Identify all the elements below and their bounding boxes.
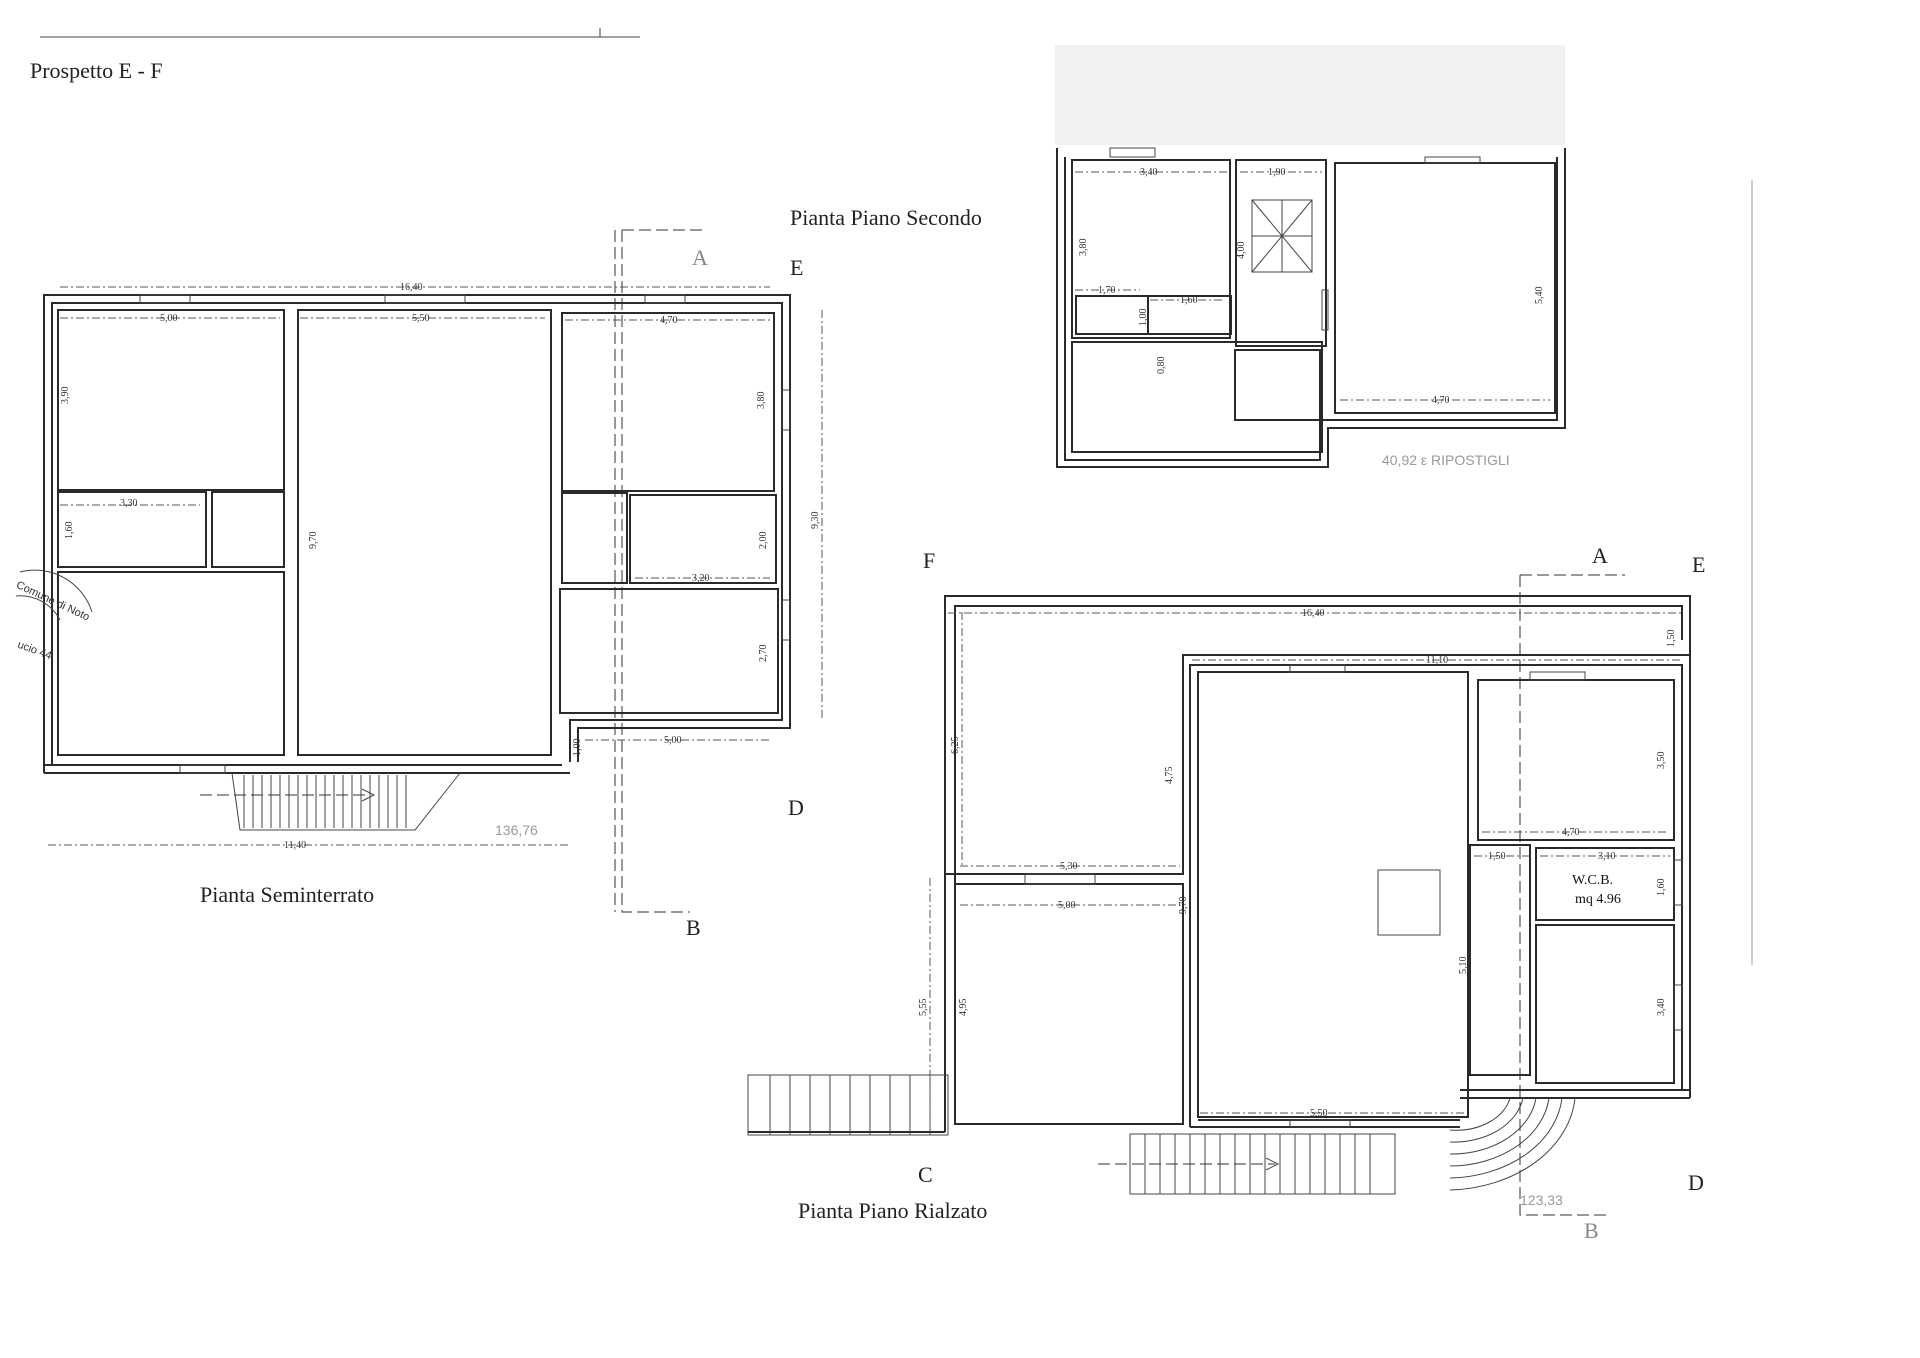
room-top-left	[58, 310, 284, 490]
dim-label: 3,40	[1140, 167, 1158, 178]
dim-label: 1,50	[1666, 630, 1677, 648]
outer-wall	[1057, 148, 1565, 467]
dim-label: 3,10	[1598, 851, 1616, 862]
dim-label: 4,95	[958, 999, 969, 1017]
dim-label: 5,00	[1058, 900, 1076, 911]
room-bottom-left	[955, 884, 1183, 1124]
dim-label: 1,60	[1180, 295, 1198, 306]
section-letter-d: D	[788, 795, 804, 820]
dim-label: 5,40	[1534, 287, 1545, 305]
room-small-left	[58, 492, 206, 567]
dim-label: 1,00	[1138, 309, 1149, 327]
dim-label: 1,70	[1098, 285, 1116, 296]
section-letter-e: E	[1692, 552, 1705, 577]
dim-label: 3,80	[1078, 239, 1089, 257]
section-letter-f: F	[923, 548, 935, 573]
room-bottom	[1072, 342, 1322, 452]
dim-label: 5,30	[1060, 861, 1078, 872]
room-mid-right	[630, 495, 776, 583]
dim-label: 5,50	[1310, 1108, 1328, 1119]
wcb-area: mq 4.96	[1575, 892, 1621, 907]
dim-label: 3,50	[1656, 752, 1667, 770]
plan-title-rialzato: Pianta Piano Rialzato	[798, 1198, 987, 1223]
room-bottom-right	[560, 589, 778, 713]
room-bottom-right	[1536, 925, 1674, 1083]
section-letter-a: A	[1592, 543, 1608, 568]
sheet-heading: Prospetto E - F	[30, 58, 163, 83]
left-stair	[748, 1075, 948, 1135]
dim-label: 1,60	[64, 522, 75, 540]
faint-area	[1055, 45, 1565, 145]
dim-label: 4,70	[1432, 395, 1450, 406]
dim-label: 6,25	[950, 737, 961, 755]
dim-label: 5,00	[160, 313, 178, 324]
sheet-header: Prospetto E - F	[30, 28, 640, 83]
dim-label: 16,40	[400, 282, 423, 293]
dim-label: 3,90	[60, 387, 71, 405]
room-top-right	[562, 313, 774, 491]
dim-label: 4,75	[1164, 767, 1175, 785]
dim-label: 3,30	[120, 498, 138, 509]
dim-label: 3,20	[692, 573, 710, 584]
dim-label: 4,00	[1236, 242, 1247, 260]
room-top-right	[1478, 680, 1674, 840]
dim-label: 9,70	[1178, 897, 1189, 915]
dim-label: 5,10	[1458, 957, 1469, 975]
dim-label: 1,00	[572, 739, 583, 757]
dim-label: 5,55	[918, 999, 929, 1017]
dim-label: 11,10	[1426, 655, 1448, 666]
section-letter-c: C	[918, 1162, 933, 1187]
section-letter-b: B	[1584, 1218, 1599, 1243]
dim-label: 5,00	[664, 735, 682, 746]
dim-label: 3,80	[756, 392, 767, 410]
dim-label: 5,50	[412, 313, 430, 324]
room-central	[298, 310, 551, 755]
window	[140, 295, 190, 303]
external-stair	[200, 773, 460, 830]
section-letter-d: D	[1688, 1170, 1704, 1195]
dim-label: 9,30	[810, 512, 821, 530]
dim-label: 4,70	[660, 315, 678, 326]
room-corridor-right	[562, 493, 627, 583]
room-bottom-left	[58, 572, 284, 755]
dim-label: 2,70	[758, 645, 769, 663]
area-note: 40,92 ε RIPOSTIGLI	[1382, 452, 1510, 468]
room-living	[1198, 672, 1468, 1117]
room-corridor-left	[212, 492, 284, 567]
curved-stair	[1450, 1098, 1575, 1190]
dim-label: 4,70	[1562, 827, 1580, 838]
faint-area-note: 136,76	[495, 822, 538, 838]
room-corridor	[1470, 845, 1530, 1075]
room-right	[1335, 163, 1555, 413]
plan-rialzato: W.C.B. mq 4.96	[748, 543, 1705, 1243]
dim-label: 1,50	[1488, 851, 1506, 862]
section-letter-a: A	[692, 245, 708, 270]
dim-label: 3,40	[1656, 999, 1667, 1017]
municipal-stamp: Comune di Noto ucio 44	[14, 570, 92, 662]
plan-secondo: 3,40 1,90 3,80 4,00 1,70 1,60 1,00 0,80 …	[790, 45, 1565, 468]
dim-label: 1,60	[1656, 879, 1667, 897]
dim-label: 11,40	[284, 840, 306, 851]
faint-area-note: 123,33	[1520, 1192, 1563, 1208]
dim-label: 1,90	[1268, 167, 1286, 178]
plan-seminterrato: 16,40 5,00 5,50 4,70 3,90 3,80 3,30 1,60…	[44, 230, 822, 940]
entrance-stair	[1098, 1134, 1395, 1194]
stamp-code: ucio 44	[16, 639, 53, 662]
dim-label: 16,40	[1302, 608, 1325, 619]
room-top-left	[1072, 160, 1230, 338]
outer-wall	[945, 596, 1690, 1132]
plan-title-seminterrato: Pianta Seminterrato	[200, 882, 374, 907]
wcb-label: W.C.B.	[1572, 873, 1613, 888]
section-letter-e: E	[790, 255, 803, 280]
plan-title-secondo: Pianta Piano Secondo	[790, 205, 982, 230]
dim-label: 0,80	[1156, 357, 1167, 375]
outer-wall	[44, 295, 790, 773]
room-stair	[1236, 160, 1326, 346]
section-letter-b: B	[686, 915, 701, 940]
dim-label: 9,70	[308, 532, 319, 550]
dim-label: 2,00	[758, 532, 769, 550]
fireplace	[1378, 870, 1440, 935]
